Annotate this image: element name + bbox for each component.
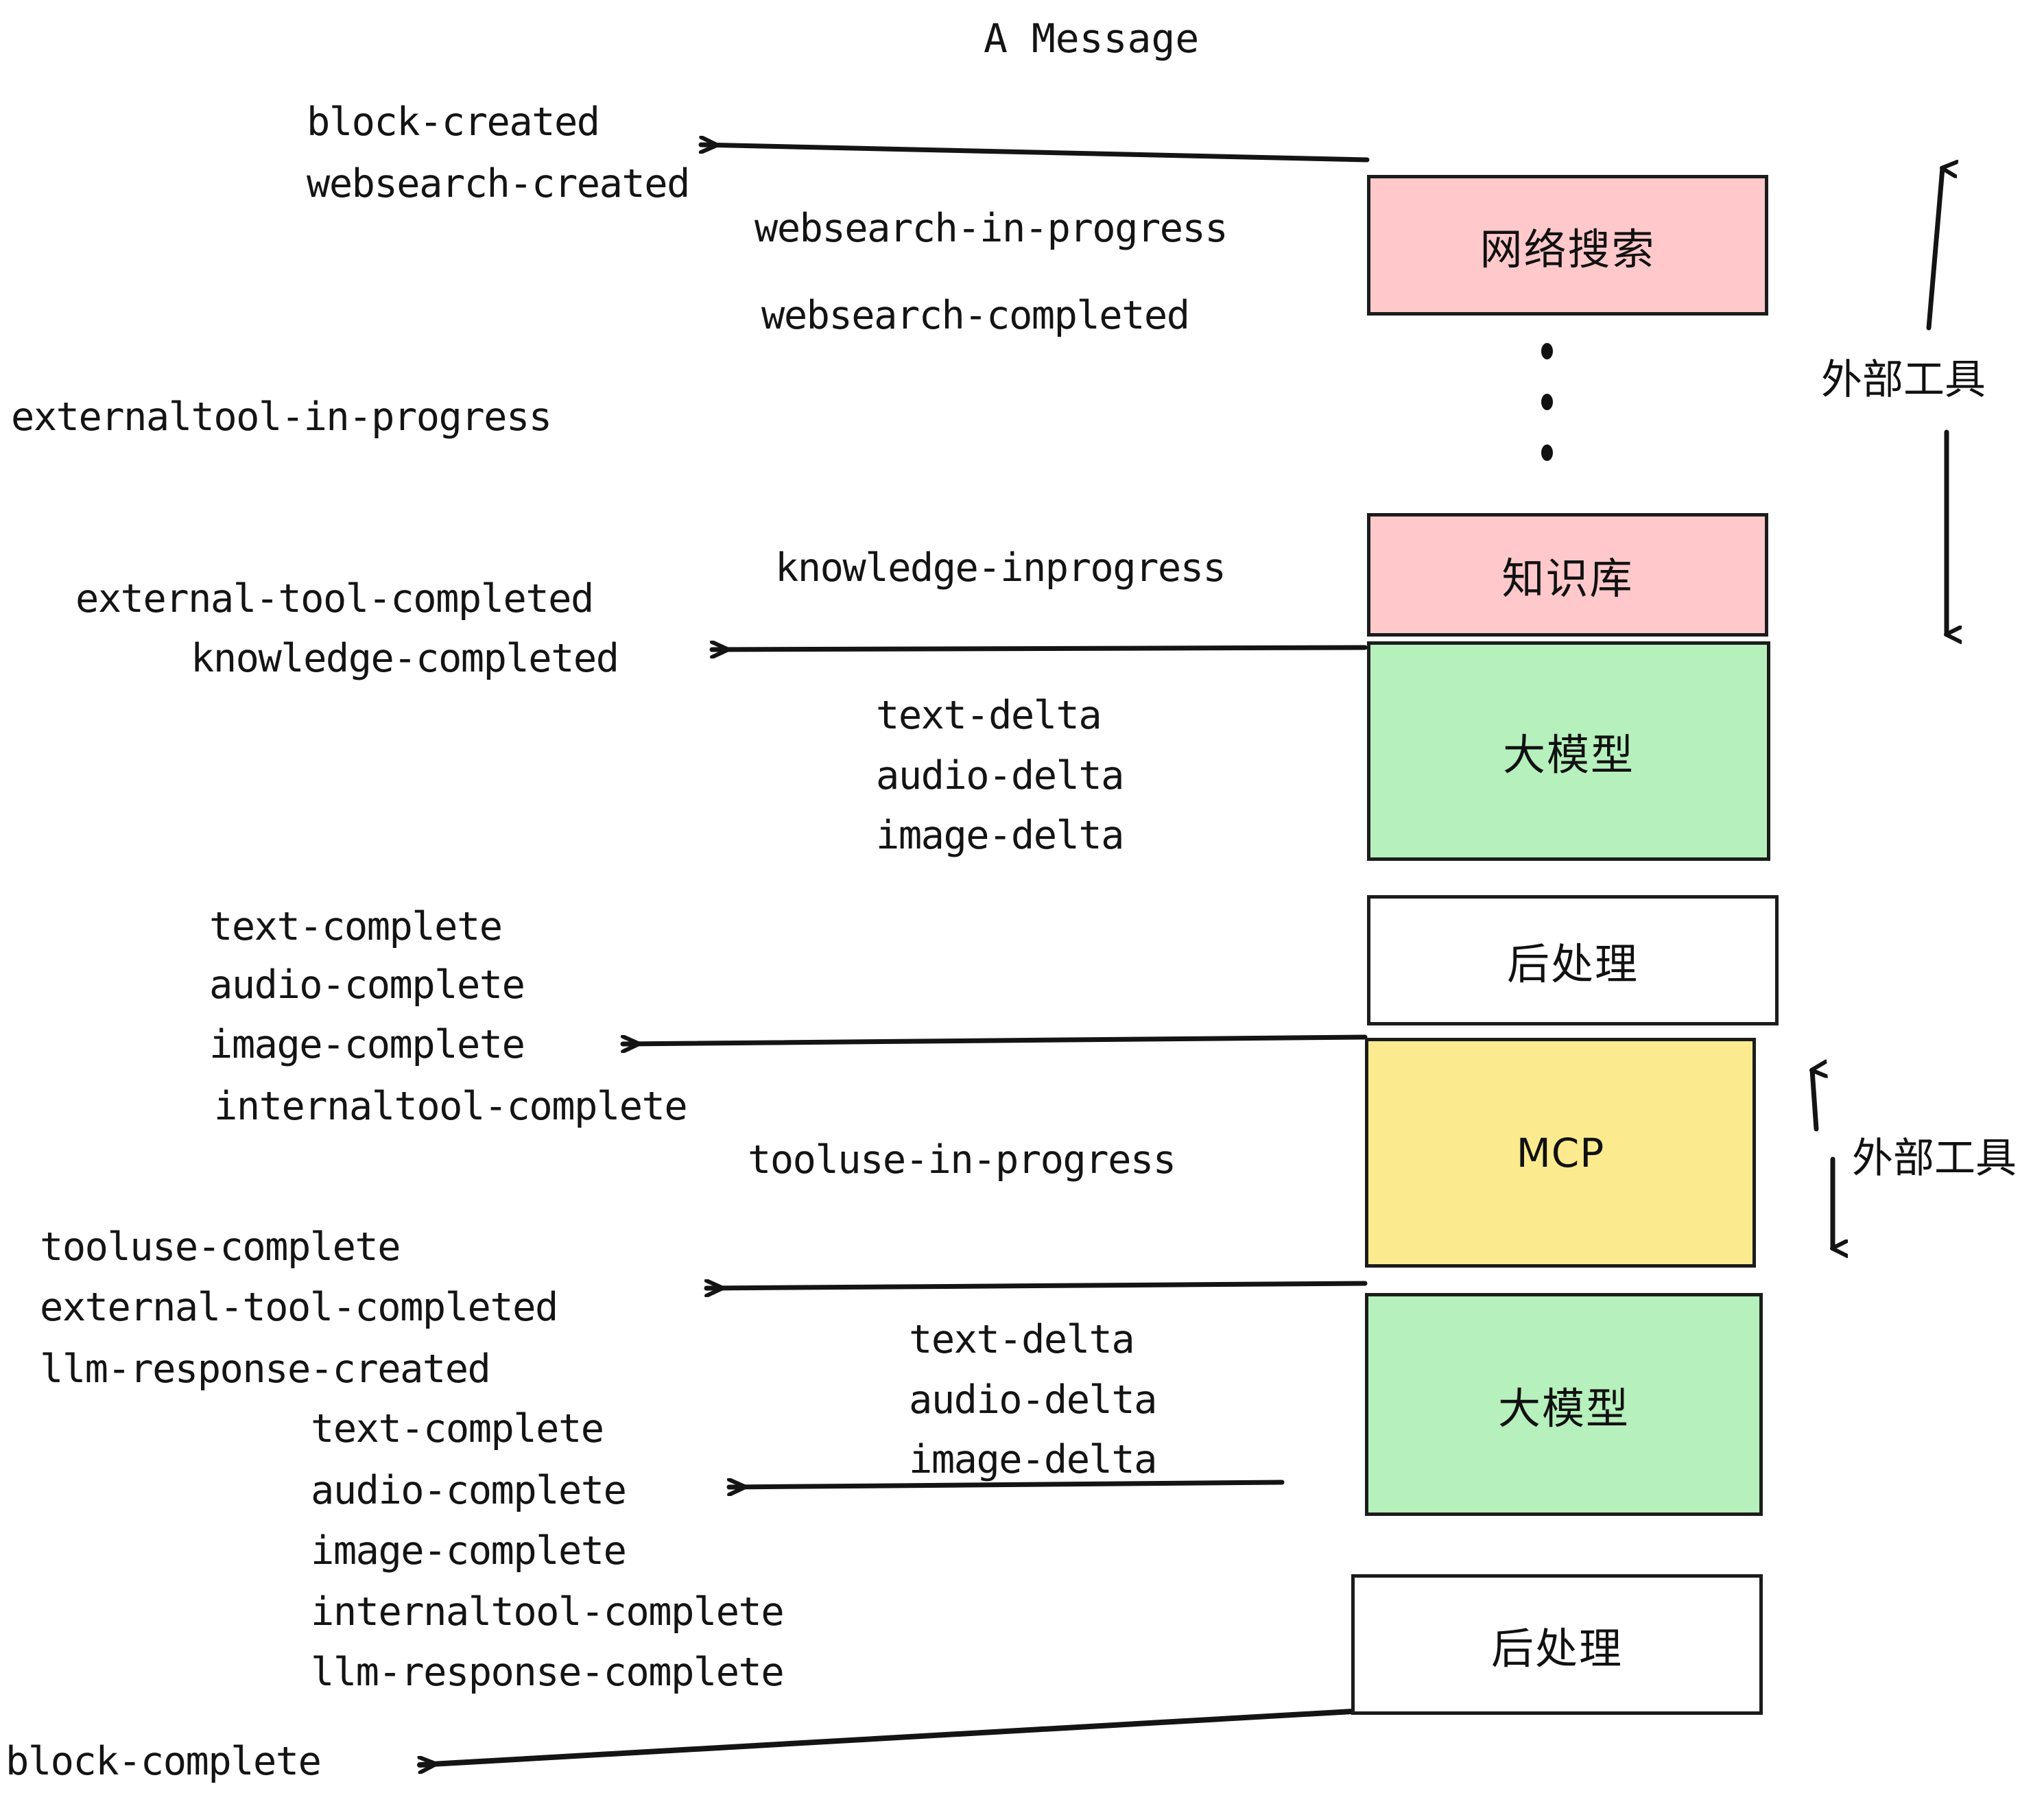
event-block-complete: block-complete (5, 1739, 322, 1784)
node-postprocess-1: 后处理 (1367, 895, 1779, 1025)
vertical-ellipsis-icon (1540, 343, 1554, 461)
side-label-external-tools-bottom: 外部工具 (1852, 1135, 2017, 1183)
event-llm-response-complete: llm-response-complete (311, 1650, 785, 1695)
node-websearch: 网络搜索 (1367, 175, 1768, 316)
event-external-tool-completed-1: external-tool-completed (75, 576, 594, 621)
event-internaltool-complete-1: internaltool-complete (214, 1084, 688, 1129)
event-image-delta-2: image-delta (909, 1437, 1158, 1482)
node-llm-2: 大模型 (1365, 1293, 1763, 1516)
node-llm-2-label: 大模型 (1497, 1383, 1630, 1434)
event-image-complete-2: image-complete (311, 1528, 627, 1574)
node-websearch-label: 网络搜索 (1479, 224, 1656, 274)
page-title: A Message (984, 15, 1200, 62)
event-tooluse-in-progress: tooluse-in-progress (748, 1137, 1176, 1183)
arrow-external-tools-top-up (1926, 168, 1942, 331)
event-text-delta-2: text-delta (909, 1317, 1135, 1362)
event-text-complete-2: text-complete (311, 1406, 604, 1451)
node-postprocess-2-label: 后处理 (1490, 1623, 1623, 1674)
event-llm-response-created: llm-response-created (40, 1346, 491, 1392)
event-image-delta-1: image-delta (876, 813, 1125, 858)
arrow-knowledge-to-completed (709, 648, 1368, 650)
event-internaltool-complete-2: internaltool-complete (311, 1589, 785, 1635)
event-image-complete-1: image-complete (209, 1022, 525, 1067)
arrow-postprocess1-to-image-complete (620, 1034, 1368, 1044)
event-tooluse-complete: tooluse-complete (40, 1224, 401, 1270)
node-postprocess-2: 后处理 (1351, 1574, 1763, 1715)
event-external-tool-completed-2: external-tool-completed (40, 1285, 558, 1330)
node-knowledge-label: 知识库 (1501, 554, 1634, 604)
node-llm-1-label: 大模型 (1502, 730, 1635, 780)
side-label-external-tools-top: 外部工具 (1821, 356, 1986, 404)
event-websearch-created: websearch-created (307, 161, 690, 206)
node-mcp: MCP (1365, 1038, 1756, 1268)
event-audio-complete-1: audio-complete (209, 962, 525, 1008)
node-postprocess-1-label: 后处理 (1506, 939, 1639, 989)
event-websearch-completed: websearch-completed (761, 293, 1190, 338)
arrow-mcp-to-tooluse-complete (704, 1283, 1368, 1288)
event-block-created: block-created (307, 99, 600, 145)
event-audio-delta-2: audio-delta (909, 1377, 1158, 1423)
event-text-complete-1: text-complete (209, 904, 503, 949)
arrow-postprocess2-to-block-complete (417, 1709, 1355, 1765)
node-knowledge: 知识库 (1367, 513, 1768, 637)
arrow-llm2-to-audio-complete (726, 1482, 1285, 1487)
event-audio-complete-2: audio-complete (311, 1468, 627, 1513)
arrow-websearch-to-created (698, 145, 1370, 163)
node-llm-1: 大模型 (1367, 641, 1770, 861)
node-mcp-label: MCP (1516, 1129, 1605, 1176)
event-knowledge-completed: knowledge-completed (191, 636, 619, 681)
event-externaltool-in-progress: externaltool-in-progress (11, 394, 552, 440)
event-knowledge-inprogress: knowledge-inprogress (775, 545, 1226, 591)
event-websearch-in-progress: websearch-in-progress (754, 206, 1228, 251)
event-text-delta-1: text-delta (876, 693, 1102, 738)
arrow-external-tools-bottom-up (1812, 1070, 1816, 1132)
event-audio-delta-1: audio-delta (876, 753, 1125, 798)
